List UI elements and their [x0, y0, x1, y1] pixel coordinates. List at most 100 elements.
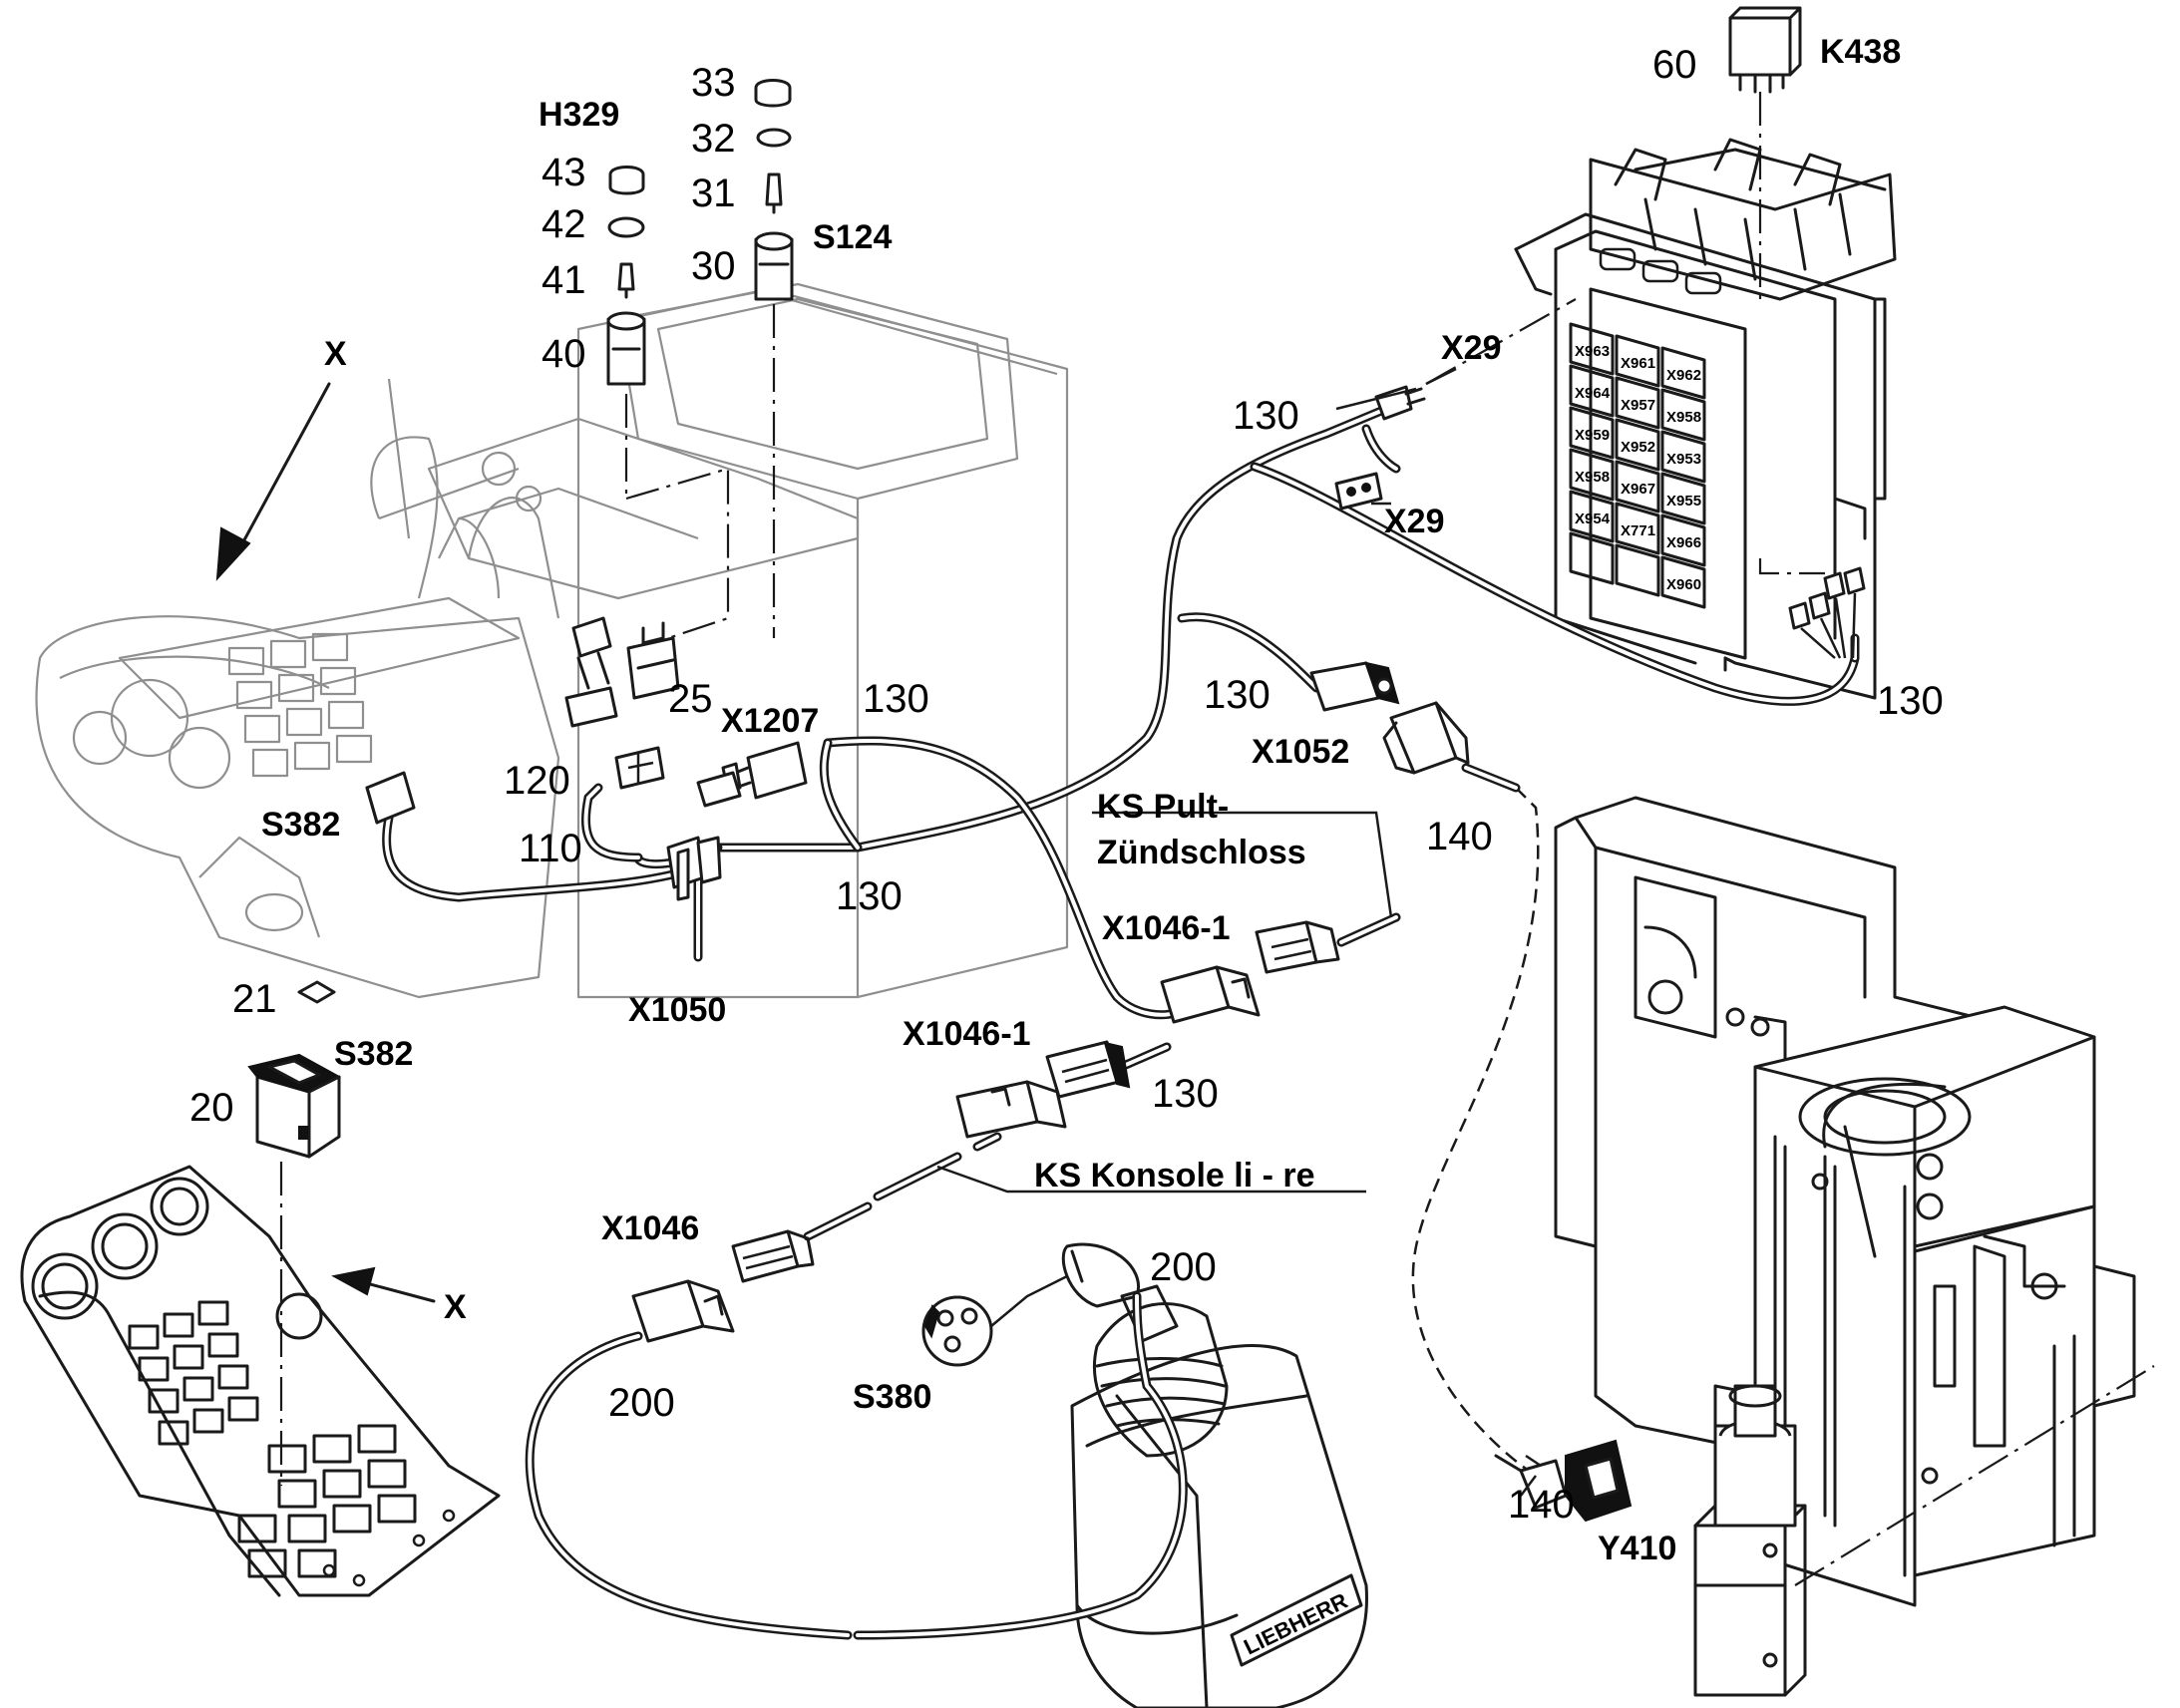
label-21: 21	[232, 977, 277, 1021]
relay-slot	[1569, 531, 1615, 585]
relay-slot: X958	[1660, 388, 1706, 442]
harness-200	[525, 1132, 1188, 1640]
label-h329: H329	[539, 96, 619, 134]
relay-slot-label: X958	[1575, 469, 1610, 486]
label-x-top: X	[324, 335, 347, 373]
connector-s382-plug	[365, 771, 416, 825]
relay-slot-label: X958	[1666, 409, 1701, 426]
connector-x29-a	[1374, 385, 1426, 421]
label-x1046-1-b: X1046-1	[903, 1015, 1031, 1053]
label-140-b: 140	[1508, 1483, 1575, 1527]
label-200-b: 200	[608, 1381, 675, 1425]
connector-small-group	[564, 616, 680, 790]
connector-x29-b	[1334, 472, 1383, 511]
relay-slot-label: X964	[1575, 385, 1611, 402]
relay-slot: X954	[1569, 490, 1615, 543]
part-labels: H329 43 42 41 40 33 32 31 30 S124 X 60 K…	[189, 33, 1944, 1567]
relay-slot-label: X955	[1666, 493, 1701, 510]
label-130-a: 130	[1233, 394, 1299, 438]
label-32: 32	[691, 117, 736, 161]
relay-k438	[1728, 6, 1802, 299]
connector-x1050	[666, 836, 722, 901]
relay-slot: X955	[1660, 472, 1706, 525]
label-40: 40	[542, 332, 586, 376]
label-s380: S380	[853, 1378, 931, 1416]
relay-slot-frame	[1569, 448, 1615, 502]
switch-s380	[921, 1274, 1068, 1367]
switch-stack-s124	[754, 79, 794, 638]
relay-slot-frame	[1615, 334, 1660, 388]
machine-frame	[1554, 796, 2136, 1607]
relay-slot: X966	[1660, 513, 1706, 567]
relay-slot-label: X952	[1621, 439, 1655, 456]
dash-buttons	[128, 1300, 417, 1578]
relay-box: X963X961X962X964X957X958X959X952X953X958…	[1514, 138, 1897, 700]
label-120: 120	[504, 759, 570, 803]
relay-slot-label: X771	[1621, 522, 1655, 539]
relay-slot	[1615, 543, 1660, 597]
relay-slot-frame	[1660, 555, 1706, 609]
relay-slot: X960	[1660, 555, 1706, 609]
label-x29-b: X29	[1384, 503, 1445, 540]
label-110: 110	[519, 827, 582, 870]
label-31: 31	[691, 171, 736, 215]
label-s124: S124	[813, 218, 892, 256]
arrow-x-top	[215, 382, 331, 581]
label-200-a: 200	[1150, 1245, 1217, 1289]
label-ks-pult-2: Zündschloss	[1097, 834, 1306, 871]
label-s382-a: S382	[261, 806, 340, 844]
valve-y410	[1693, 1365, 2155, 1697]
relay-slot: X964	[1569, 364, 1615, 418]
relay-slot-frame	[1660, 472, 1706, 525]
label-41: 41	[542, 258, 586, 302]
harness-140-dashed	[1411, 787, 1540, 1478]
label-140-a: 140	[1426, 815, 1493, 858]
label-x29-a: X29	[1441, 329, 1502, 367]
leader-lines	[936, 298, 1577, 1194]
label-x1052: X1052	[1252, 733, 1349, 771]
relay-slot-label: X954	[1575, 511, 1611, 527]
lamp-chain-line	[625, 467, 730, 650]
label-130-b: 130	[863, 677, 929, 721]
relay-slot-frame	[1569, 490, 1615, 543]
relay-slot: X967	[1615, 460, 1660, 513]
connector-x1046	[631, 1279, 735, 1343]
label-130-c: 130	[1204, 673, 1271, 717]
relay-slot-label: X963	[1575, 343, 1610, 360]
relay-slot-label: X959	[1575, 427, 1610, 444]
connector-x1052-mate	[1382, 701, 1470, 775]
label-130-f: 130	[1152, 1072, 1219, 1116]
relay-slot: X959	[1569, 406, 1615, 460]
relay-slot-frame	[1615, 418, 1660, 472]
relay-slots	[1599, 247, 1722, 295]
label-130-e: 130	[836, 874, 903, 918]
connector-ks-konsole	[955, 1080, 1067, 1139]
label-x1050: X1050	[628, 991, 726, 1029]
relay-slot-frame	[1660, 513, 1706, 567]
connector-x1207	[696, 741, 808, 808]
relay-slot-label: X961	[1621, 355, 1655, 372]
relay-slot-frame	[1660, 430, 1706, 484]
label-ks-pult-1: KS Pult-	[1097, 788, 1229, 826]
relay-position-grid: X963X961X962X964X957X958X959X952X953X958…	[1569, 322, 1706, 609]
relay-slot: X958	[1569, 448, 1615, 502]
label-42: 42	[542, 202, 586, 246]
relay-slot: X962	[1660, 346, 1706, 400]
relay-slot-label: X957	[1621, 397, 1655, 414]
relay-slot-frame	[1660, 346, 1706, 400]
connector-x1046-1-a	[1160, 965, 1261, 1024]
switch-s382	[247, 980, 342, 1159]
label-20: 20	[189, 1086, 234, 1130]
label-x1046-1-a: X1046-1	[1102, 909, 1231, 947]
relay-slot-frame	[1615, 502, 1660, 555]
lamp-stack-h329	[606, 166, 646, 499]
relay-plugs	[1758, 558, 1866, 659]
label-130-d: 130	[1877, 679, 1944, 723]
label-x-side: X	[444, 1288, 467, 1326]
label-30: 30	[691, 244, 736, 288]
relay-slot-label: X962	[1666, 367, 1701, 384]
arrow-x-side	[331, 1266, 436, 1303]
label-k438: K438	[1820, 33, 1901, 71]
dash-panel	[20, 1162, 501, 1597]
